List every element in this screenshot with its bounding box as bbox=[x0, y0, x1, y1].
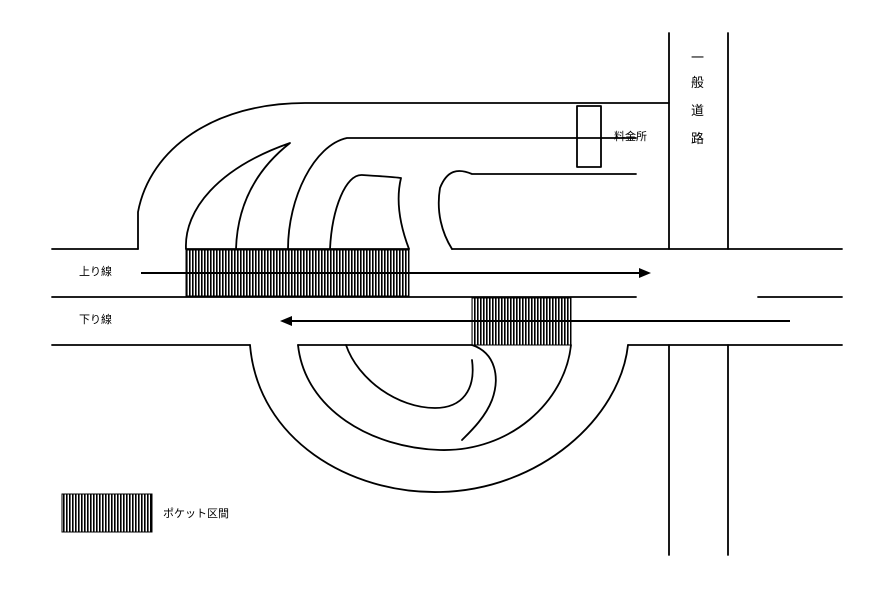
up-line-label: 上り線 bbox=[79, 264, 112, 278]
general-road-char-2: 般 bbox=[691, 75, 704, 91]
toll-booth bbox=[576, 105, 602, 168]
general-road bbox=[668, 32, 729, 556]
middle-lower-loop bbox=[297, 344, 572, 451]
general-road-char-1: 一 bbox=[691, 51, 704, 66]
toll-booth-label: 料金所 bbox=[614, 129, 647, 143]
legend-pocket-swatch bbox=[61, 493, 153, 533]
inner-lower-loop bbox=[345, 344, 474, 409]
highway bbox=[51, 248, 843, 346]
upper-ramps bbox=[137, 102, 670, 250]
up-line-arrowhead bbox=[639, 268, 651, 278]
outer-upper-ramp bbox=[137, 102, 670, 250]
down-line-label: 下り線 bbox=[79, 312, 112, 326]
ramp-b bbox=[287, 137, 637, 250]
outer-lower-loop bbox=[249, 344, 629, 493]
lower-ramps bbox=[249, 344, 629, 493]
legend-pocket-label: ポケット区間 bbox=[163, 507, 229, 520]
up-line-arrow bbox=[141, 268, 651, 278]
ramp-a bbox=[185, 142, 291, 250]
general-road-label: 一 般 道 路 bbox=[691, 51, 704, 147]
general-road-char-4: 路 bbox=[691, 131, 704, 147]
general-road-char-3: 道 bbox=[691, 104, 704, 119]
pocket-exit-curve bbox=[461, 344, 497, 441]
toll-return-ramp bbox=[437, 170, 637, 250]
down-line-arrowhead bbox=[280, 316, 292, 326]
down-line-arrow bbox=[280, 316, 790, 326]
ramp-c bbox=[329, 174, 410, 250]
